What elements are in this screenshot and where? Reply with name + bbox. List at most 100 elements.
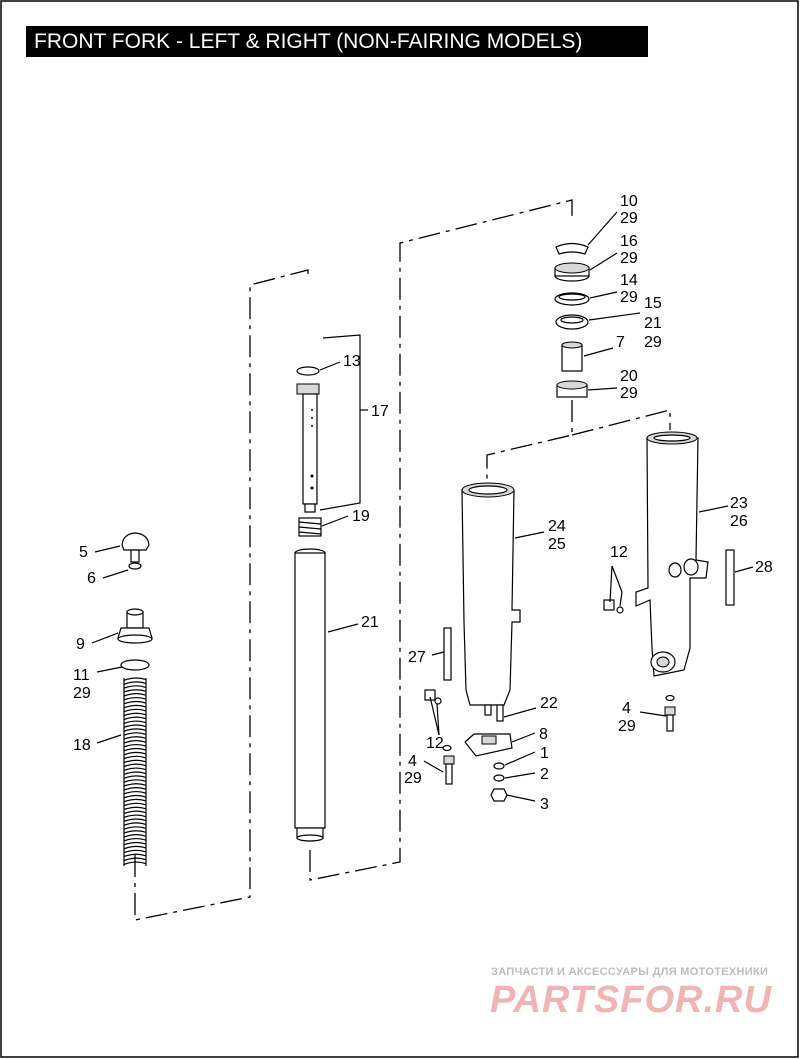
spring-coil	[123, 763, 147, 768]
spring-coil	[123, 810, 147, 815]
spring-coil	[123, 822, 147, 826]
damper-tube-17	[296, 383, 320, 513]
callout-21: 21	[644, 315, 662, 332]
washer-1	[493, 762, 505, 770]
spring-coil	[123, 849, 147, 854]
spring-coil	[123, 759, 147, 764]
spring-coil	[123, 798, 147, 803]
spring-coil	[123, 837, 147, 842]
callout-2: 2	[540, 766, 549, 783]
watermark: ЗАПЧАСТИ И АКСЕССУАРЫ ДЛЯ МОТОТЕХНИКИ PA…	[490, 966, 772, 1021]
washer-2	[493, 774, 505, 782]
spring-coil	[123, 845, 147, 850]
ring-13	[296, 366, 320, 376]
spacer-9	[117, 608, 153, 644]
diagram-title: FRONT FORK - LEFT & RIGHT (NON-FAIRING M…	[26, 26, 648, 57]
callout-8: 8	[539, 726, 548, 743]
callout-labels: 10 29 16 29 14 29 15 21 29 7 20 29 13 17…	[73, 193, 773, 813]
spring-coil	[123, 716, 147, 721]
leader-lines	[91, 211, 754, 802]
fork-tube-21	[294, 548, 326, 842]
callout-4: 4	[622, 700, 631, 717]
callout-29: 29	[620, 210, 638, 227]
callout-27: 27	[408, 649, 426, 666]
spring-coil	[123, 736, 147, 740]
spring-coil	[123, 693, 147, 697]
callout-29: 29	[620, 385, 638, 402]
reflector-28	[725, 549, 735, 606]
bolt-4-left	[443, 755, 455, 785]
bushing-20	[556, 380, 588, 398]
spring-coil	[123, 681, 147, 685]
callout-12: 12	[426, 735, 444, 752]
callout-13: 13	[343, 353, 361, 370]
watermark-subtitle: ЗАПЧАСТИ И АКСЕССУАРЫ ДЛЯ МОТОТЕХНИКИ	[491, 966, 768, 978]
watermark-brand: PARTSFOR.RU	[490, 979, 772, 1021]
spring-coil	[123, 818, 147, 822]
spring-coil	[123, 677, 147, 681]
callout-29: 29	[404, 770, 422, 787]
fork-spring	[123, 677, 147, 866]
seal-14	[554, 292, 590, 306]
washer-29-left	[442, 744, 452, 752]
callout-7: 7	[616, 334, 625, 351]
callout-25: 25	[548, 536, 566, 553]
spring-coil	[123, 790, 147, 795]
spring-coil	[123, 787, 147, 791]
callout-23: 23	[730, 495, 748, 512]
spring-coil	[123, 783, 147, 787]
callout-6: 6	[87, 570, 96, 587]
spring-coil	[123, 755, 147, 760]
spring-coil	[123, 708, 147, 713]
spring-coil	[123, 775, 147, 779]
callout-4: 4	[408, 753, 417, 770]
callout-28: 28	[755, 559, 773, 576]
spring-coil	[123, 779, 147, 783]
callout-29: 29	[73, 685, 91, 702]
callout-29: 29	[620, 289, 638, 306]
spring-coil	[123, 689, 147, 693]
callout-14: 14	[620, 272, 638, 289]
spring-coil	[123, 834, 147, 838]
spring-coil	[123, 771, 147, 775]
callout-1: 1	[540, 745, 549, 762]
spring-coil	[123, 857, 147, 862]
callout-5: 5	[79, 544, 88, 561]
callout-17: 17	[371, 403, 389, 420]
callout-3: 3	[540, 796, 549, 813]
bushing-7	[561, 341, 583, 372]
bolt-4-right	[664, 694, 676, 732]
spring-coil	[123, 743, 147, 748]
spring-coil	[123, 861, 147, 865]
callout-20: 20	[620, 368, 638, 385]
callout-21: 21	[361, 614, 379, 631]
drain-screw-12-right	[603, 599, 624, 614]
fork-cap-bolt	[121, 532, 150, 563]
rebound-spring-19	[298, 517, 322, 537]
washer-11	[120, 659, 150, 671]
spring-coil	[123, 806, 147, 811]
spring-coil	[123, 830, 147, 834]
spring-coil	[123, 841, 147, 846]
spring-coil	[123, 826, 147, 830]
callout-24: 24	[548, 518, 566, 535]
spring-coil	[123, 747, 147, 752]
spring-coil	[123, 751, 147, 756]
spring-coil	[123, 794, 147, 799]
callout-11: 11	[73, 667, 90, 684]
washer-15	[555, 314, 589, 330]
callout-29: 29	[618, 718, 636, 735]
spring-coil	[123, 700, 147, 705]
fork-slider-left	[461, 482, 521, 722]
spring-coil	[123, 728, 147, 732]
spring-coil	[123, 767, 147, 771]
spring-coil	[123, 724, 147, 728]
spring-coil	[123, 732, 147, 736]
spring-coil	[123, 712, 147, 717]
spring-coil	[123, 704, 147, 709]
spring-coil	[123, 802, 147, 807]
reflector-27	[443, 627, 452, 681]
